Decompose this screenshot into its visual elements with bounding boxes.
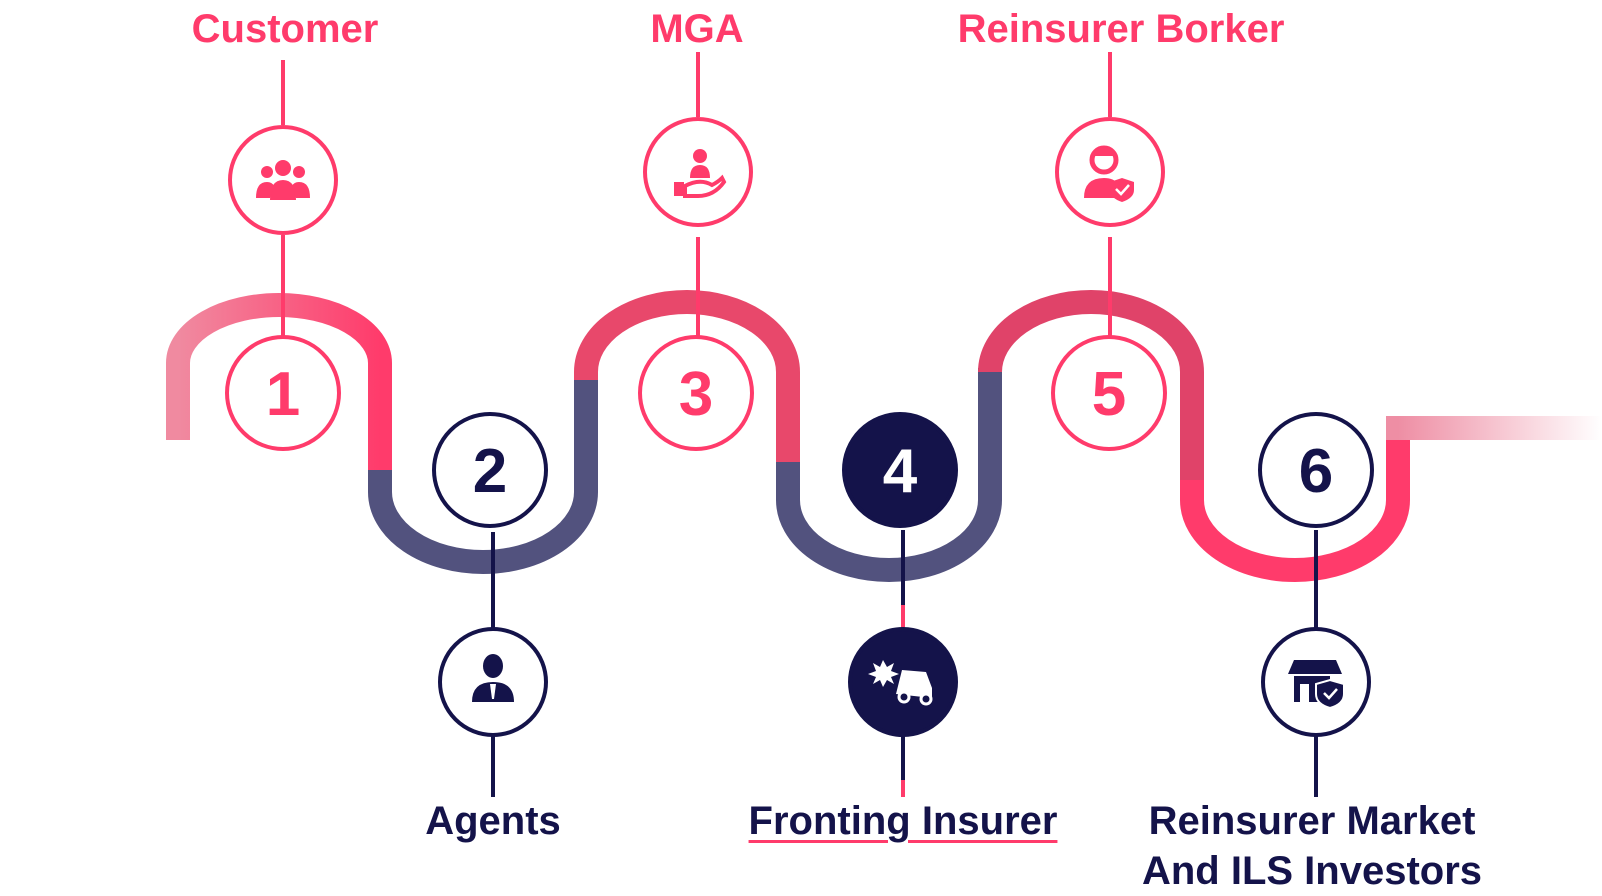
step-circle-1 [225,335,341,451]
track [0,290,1602,582]
hand-holding-person-icon [674,149,727,198]
connectors [281,52,1318,797]
label-reinsurer-market-line1: Reinsurer Market [1148,799,1476,843]
track-valley-2 [368,372,598,574]
step-circle-5 [1051,335,1167,451]
icon-circles [228,117,1371,737]
step-numbers: 1 2 3 4 5 6 [266,360,1333,506]
step-number-6: 6 [1299,437,1333,506]
step-number-4: 4 [883,437,918,506]
step-number-2: 2 [473,437,507,506]
track-arch-1 [166,293,392,470]
track-arch-3 [574,290,800,462]
businessman-icon [472,654,514,702]
step-circle-4 [842,412,958,528]
label-customer: Customer [191,7,379,51]
agent-shield-icon [1084,145,1134,202]
label-reinsurer-broker: Reinsurer Borker [957,7,1285,51]
car-crash-icon [868,660,933,706]
step-circle-2 [432,412,548,528]
step-number-3: 3 [679,360,713,429]
people-group-icon [256,160,310,200]
step-circle-3 [638,335,754,451]
step-circle-6 [1258,412,1374,528]
label-reinsurer-market-line2: And ILS Investors [1141,849,1483,893]
track-arch-5 [978,290,1204,500]
track-fade-right [1386,416,1602,440]
number-circles [225,335,1374,528]
store-shield-icon [1288,660,1345,710]
label-reinsurer-market: Reinsurer Market And ILS Investors [1142,796,1482,896]
step-number-5: 5 [1092,360,1126,429]
step-number-1: 1 [266,360,300,429]
label-mga: MGA [650,7,744,51]
track-valley-6 [1180,440,1410,582]
track-valley-4 [776,368,1002,582]
label-fronting-insurer: Fronting Insurer [748,799,1058,843]
label-agents: Agents [425,799,561,843]
